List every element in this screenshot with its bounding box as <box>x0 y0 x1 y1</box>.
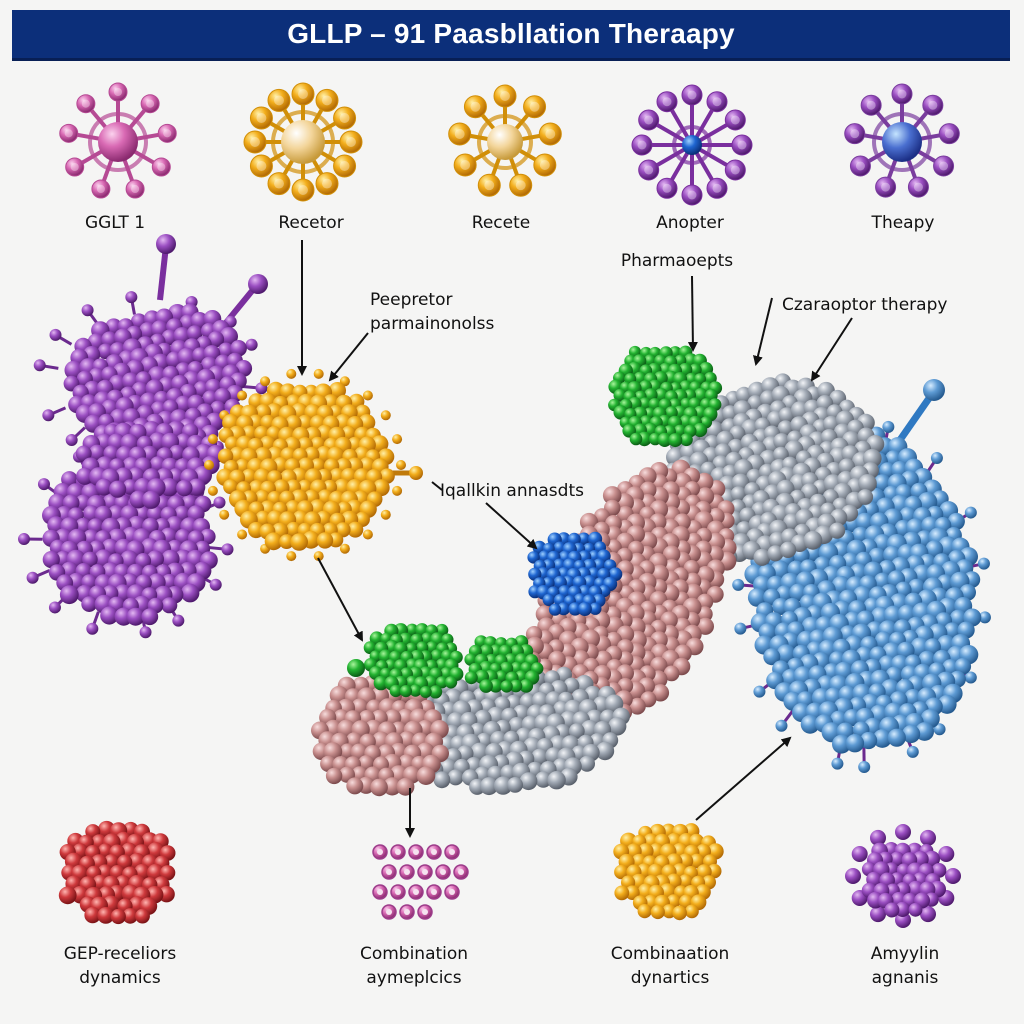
icon-label-gglt: GGLT 1 <box>84 213 146 233</box>
amylin-core <box>861 842 947 918</box>
callout-czara: Czaraoptor therapy <box>782 295 948 315</box>
receptor-complex <box>311 345 991 797</box>
purple-protein <box>18 234 268 639</box>
gglt-icon <box>59 82 177 199</box>
green-bottom-ball-1 <box>363 623 464 699</box>
arrow-czara-right <box>810 317 853 382</box>
purple-ring-cluster <box>372 844 469 920</box>
green-bottom-ball-2 <box>464 635 544 693</box>
green-top-ball <box>608 345 723 448</box>
orange-receptor-body <box>216 381 395 551</box>
amylin-cluster <box>845 824 961 928</box>
arrow-orange-down <box>317 557 363 642</box>
anopter-icon <box>631 84 753 206</box>
bottom-label-2: Combination aymeplcics <box>359 944 469 988</box>
orange-receptor <box>204 368 423 562</box>
bottom-cluster-row <box>58 820 961 928</box>
callout-peptide-2: parmainonolss <box>370 314 495 334</box>
arrow-agonist-left <box>431 481 443 491</box>
protein-complex <box>18 234 991 797</box>
icon-row <box>59 82 960 206</box>
bottom-label-3: Combinaation dynartics <box>610 944 730 988</box>
arrow-to-blue <box>695 736 792 821</box>
blue-agonist-ball <box>527 531 623 616</box>
purple-waist <box>75 420 225 509</box>
arrow-layer <box>297 240 853 838</box>
orange-cluster <box>613 823 724 921</box>
callout-pharma: Pharmaoepts <box>620 251 734 271</box>
icon-label-anopter: Anopter <box>656 213 724 233</box>
arrow-agonist <box>485 502 538 550</box>
callout-peptide-1: Peepretor <box>370 290 453 310</box>
callout-agonists: Iqallkin annasdts <box>440 481 584 501</box>
red-cluster <box>58 820 176 925</box>
arrow-pharma <box>687 275 698 352</box>
title-bar: GLLP – 91 Paasbllation Theraapy <box>12 10 1010 61</box>
arrow-czara-left <box>753 297 773 366</box>
pink-lower-domain <box>311 674 449 797</box>
arrow-peptide <box>328 332 369 382</box>
bottom-label-1: GEP-receliors dynamics <box>63 944 177 988</box>
recetor-icon <box>243 82 363 202</box>
icon-label-recetor: Recetor <box>278 213 344 233</box>
bottom-label-4: Amyylin agnanis <box>870 944 940 988</box>
recete-icon <box>448 84 562 197</box>
icon-label-theapy: Theapy <box>871 213 935 233</box>
page-title: GLLP – 91 Paasbllation Theraapy <box>287 18 735 49</box>
theapy-icon <box>844 83 960 198</box>
icon-label-recete: Recete <box>471 213 531 233</box>
